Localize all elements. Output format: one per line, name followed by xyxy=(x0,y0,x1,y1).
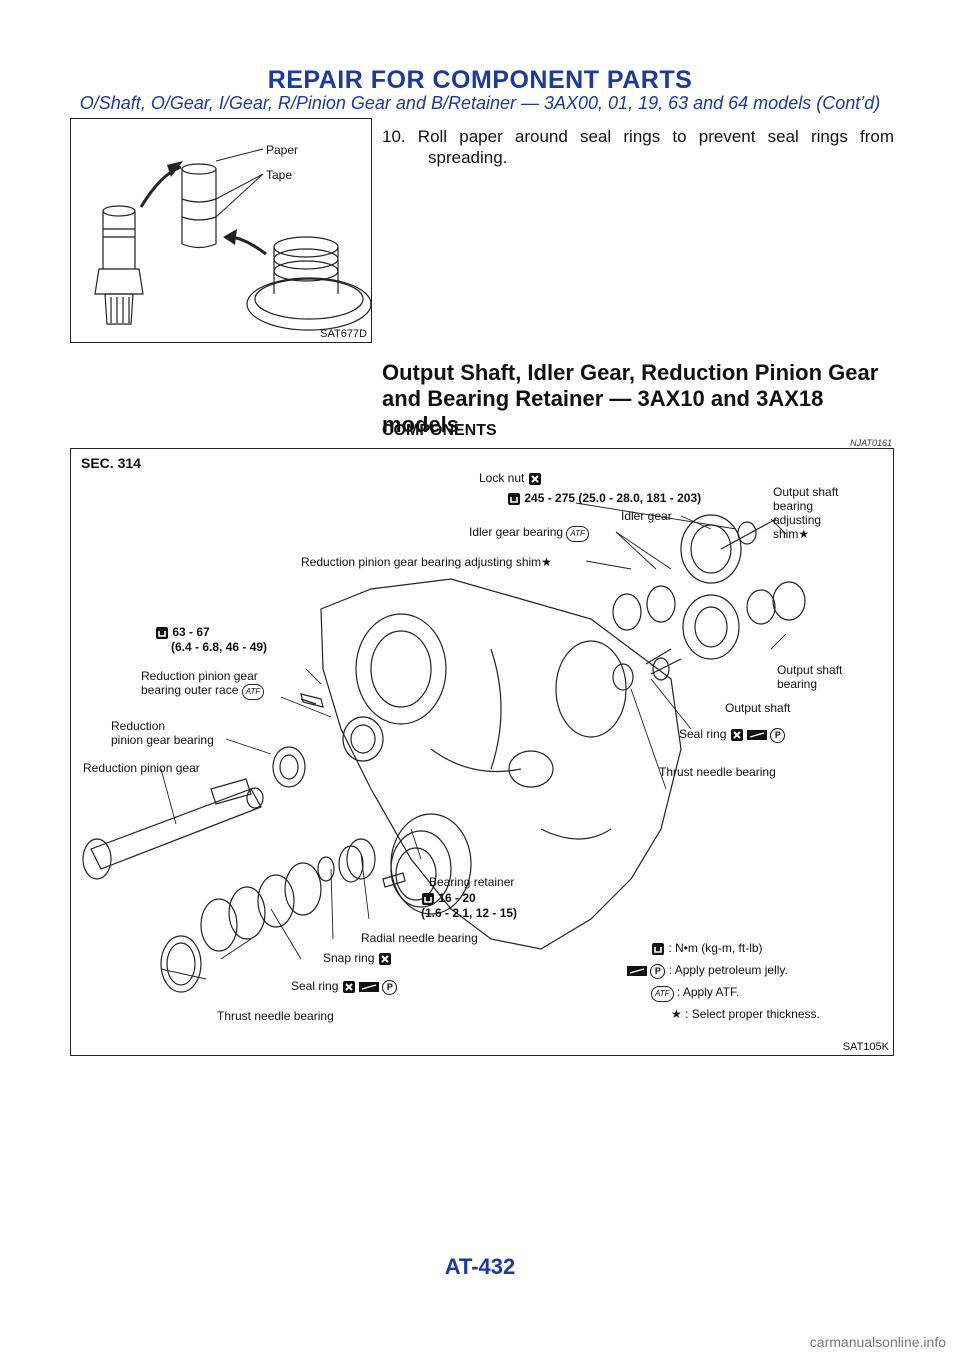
bearing-retainer-label: Bearing retainer xyxy=(429,875,515,889)
legend-torque: : N•m (kg-m, ft-lb) xyxy=(651,941,763,956)
page-header-title: REPAIR FOR COMPONENT PARTS xyxy=(267,66,693,94)
output-shaft-label: Output shaft xyxy=(725,701,791,715)
tape-label: Tape xyxy=(266,168,293,182)
p-mark-icon: P xyxy=(650,964,666,979)
figure-components-diagram: SEC. 314 xyxy=(70,448,894,1056)
outer-race-label: Reduction pinion gear bearing outer race… xyxy=(141,669,265,700)
idler-gear-label: Idler gear xyxy=(621,509,672,523)
rpg-label: Reduction pinion gear xyxy=(83,761,200,775)
section-title-line1: Output Shaft, Idler Gear, Reduction Pini… xyxy=(382,360,879,385)
p-mark-icon: P xyxy=(770,728,786,743)
output-shaft-shim-label: Output shaft bearing adjusting shim★ xyxy=(773,485,839,541)
components-heading: COMPONENTS xyxy=(382,422,497,439)
snap-ring-label: Snap ring xyxy=(323,951,392,966)
watermark: carmanualsonline.info xyxy=(809,1334,946,1350)
radial-needle-label: Radial needle bearing xyxy=(361,931,478,945)
thrust-needle-label: Thrust needle bearing xyxy=(659,765,776,779)
page-number: AT-432 xyxy=(444,1254,516,1279)
figure-seal-ring-paper: Paper Tape SAT677D xyxy=(70,118,372,343)
seal-ring-2-label: Seal ring P xyxy=(291,979,398,995)
paper-label: Paper xyxy=(266,143,299,157)
legend-star: ★ : Select proper thickness. xyxy=(671,1007,820,1021)
atf-icon: ATF xyxy=(566,526,589,542)
exploded-view-drawing xyxy=(82,502,806,993)
rpg-shim-label: Reduction pinion gear bearing adjusting … xyxy=(301,555,552,569)
torque-label-1: 245 - 275 (25.0 - 28.0, 181 - 203) xyxy=(507,491,701,506)
legend-jelly: P : Apply petroleum jelly. xyxy=(627,963,788,979)
p-mark-icon: P xyxy=(382,980,398,995)
torque-wrench-icon xyxy=(422,892,434,905)
step-10-line2: spreading. xyxy=(428,148,508,167)
lock-nut-label: Lock nut xyxy=(479,471,542,486)
torque-wrench-icon xyxy=(156,626,168,639)
petroleum-jelly-icon xyxy=(747,729,768,740)
page-header-subtitle: O/Shaft, O/Gear, I/Gear, R/Pinion Gear a… xyxy=(79,93,881,113)
replace-x-icon xyxy=(528,472,541,485)
replace-x-icon xyxy=(342,980,355,993)
atf-icon: ATF xyxy=(651,986,674,1002)
section-title-line3: models xyxy=(382,412,460,437)
seal-ring-label: Seal ring P xyxy=(679,727,786,743)
section-title: Output Shaft, Idler Gear, Reduction Pini… xyxy=(382,360,902,438)
petroleum-jelly-icon xyxy=(359,981,380,992)
section-title-line2: and Bearing Retainer — 3AX10 and 3AX18 xyxy=(382,386,824,411)
reference-code: NJAT0161 xyxy=(850,438,892,448)
rpg-bearing-label: Reduction pinion gear bearing xyxy=(111,719,214,747)
legend-atf: ATF : Apply ATF. xyxy=(651,985,739,1002)
replace-x-icon xyxy=(378,952,391,965)
step-10-line1: 10. Roll paper around seal rings to prev… xyxy=(382,127,894,146)
idler-gear-bearing-label: Idler gear bearing ATF xyxy=(469,525,589,542)
replace-x-icon xyxy=(730,728,743,741)
torque-label-2: 63 - 67 (6.4 - 6.8, 46 - 49) xyxy=(155,625,267,654)
output-shaft-bearing-label: Output shaft bearing xyxy=(777,663,843,691)
step-10: 10. Roll paper around seal rings to prev… xyxy=(382,126,894,168)
torque-wrench-icon xyxy=(508,492,520,505)
atf-icon: ATF xyxy=(241,684,265,700)
section-number: SEC. 314 xyxy=(81,455,141,471)
figure-code: SAT105K xyxy=(842,1041,889,1053)
star-icon: ★ xyxy=(671,1007,682,1021)
figure-code: SAT677D xyxy=(320,328,367,340)
torque-label-3: 16 - 20 (1.6 - 2.1, 12 - 15) xyxy=(421,891,518,920)
torque-wrench-icon xyxy=(652,942,664,955)
figure-seal-ring-paper-drawing xyxy=(94,148,372,331)
thrust-needle-2-label: Thrust needle bearing xyxy=(217,1009,334,1023)
petroleum-jelly-icon xyxy=(627,965,647,976)
